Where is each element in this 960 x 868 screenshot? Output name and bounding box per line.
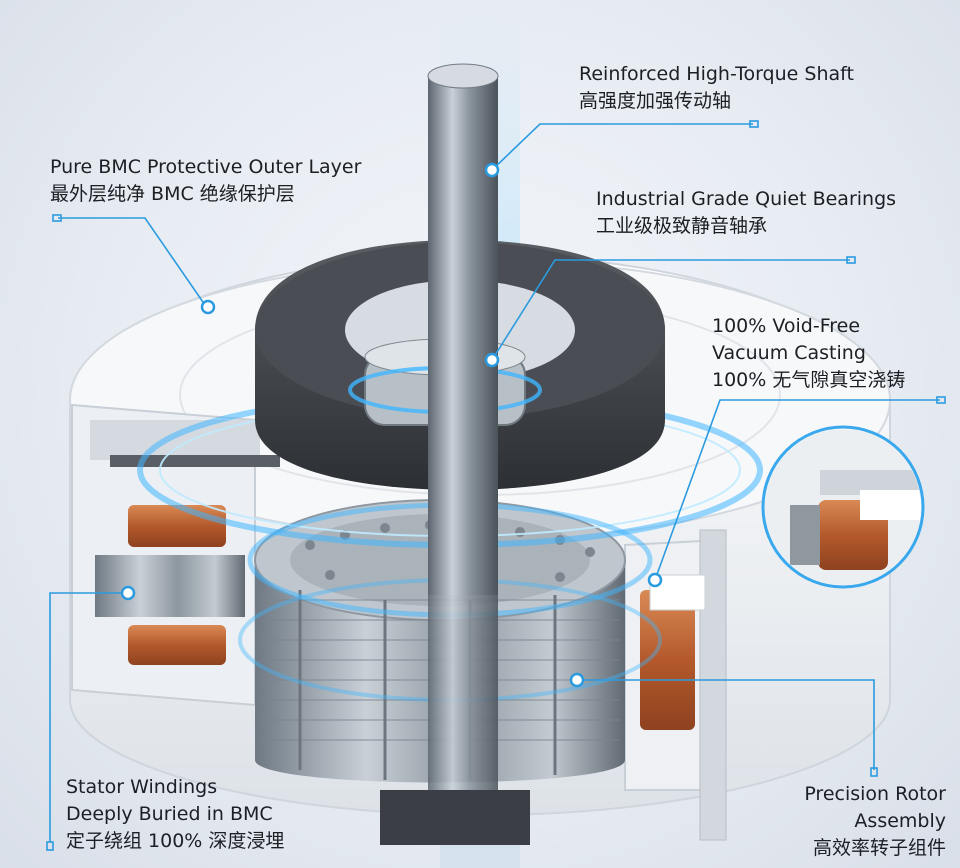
shaft — [427, 63, 499, 825]
dot-rotor — [569, 672, 585, 688]
callout-shaft-zh: 高强度加强传动轴 — [579, 90, 732, 112]
marker-bearings — [846, 256, 856, 264]
left-cutaway-section — [71, 403, 280, 707]
dot-stator — [120, 585, 136, 601]
marker-rotor — [870, 767, 878, 777]
leader-rotor — [577, 679, 875, 770]
marker-shaft — [749, 120, 759, 128]
callout-leaders — [49, 123, 940, 842]
callout-rotor-en-line2: Assembly — [854, 810, 946, 832]
callout-stator-en-line2: Deeply Buried in BMC — [66, 803, 273, 825]
base-mount — [380, 790, 530, 845]
marker-casting — [936, 396, 946, 404]
callout-bearings-en: Industrial Grade Quiet Bearings — [596, 188, 897, 210]
callout-casting: 100% Void-Free Vacuum Casting 100% 无气隙真空… — [712, 313, 905, 394]
callout-casting-en-line2: Vacuum Casting — [712, 342, 866, 364]
callout-shaft-en: Reinforced High-Torque Shaft — [579, 63, 854, 85]
callout-bearings-zh: 工业级极致静音轴承 — [596, 215, 768, 237]
callout-stator-en-line1: Stator Windings — [66, 776, 218, 798]
leader-outer-layer — [58, 217, 206, 306]
callout-rotor-zh: 高效率转子组件 — [812, 837, 946, 859]
stator-lamination-left — [95, 555, 245, 617]
right-cutaway-section — [624, 529, 727, 841]
leader-bearings — [491, 259, 850, 361]
callout-stator: Stator Windings Deeply Buried in BMC 定子绕… — [66, 774, 284, 855]
leader-casting — [654, 399, 940, 581]
callout-stator-zh: 定子绕组 100% 深度浸埋 — [66, 830, 285, 852]
callout-rotor-en-line1: Precision Rotor — [804, 783, 946, 805]
callout-dots — [120, 162, 663, 688]
callout-outer-layer-en: Pure BMC Protective Outer Layer — [50, 156, 362, 178]
copper-winding-left-top — [128, 505, 226, 547]
callout-casting-zh: 100% 无气隙真空浇铸 — [712, 369, 906, 391]
leader-stator — [49, 592, 125, 842]
copper-winding-left-bottom — [128, 625, 226, 665]
dot-bearings — [484, 352, 500, 368]
dot-outer-layer — [200, 299, 216, 315]
marker-stator — [46, 841, 54, 851]
callout-casting-en-line1: 100% Void-Free — [712, 315, 861, 337]
dot-casting — [647, 572, 663, 588]
callout-outer-layer-zh: 最外层纯净 BMC 绝缘保护层 — [50, 183, 295, 205]
callout-outer-layer: Pure BMC Protective Outer Layer 最外层纯净 BM… — [50, 154, 361, 208]
zoom-inset — [761, 425, 925, 589]
callout-rotor: Precision Rotor Assembly 高效率转子组件 — [804, 781, 946, 862]
callout-end-markers — [46, 120, 946, 851]
dot-shaft — [484, 162, 500, 178]
leader-shaft — [491, 123, 753, 171]
callout-bearings: Industrial Grade Quiet Bearings 工业级极致静音轴… — [596, 186, 896, 240]
callout-shaft: Reinforced High-Torque Shaft 高强度加强传动轴 — [579, 61, 854, 115]
copper-winding-right — [640, 590, 695, 730]
marker-outer-layer — [52, 214, 62, 222]
